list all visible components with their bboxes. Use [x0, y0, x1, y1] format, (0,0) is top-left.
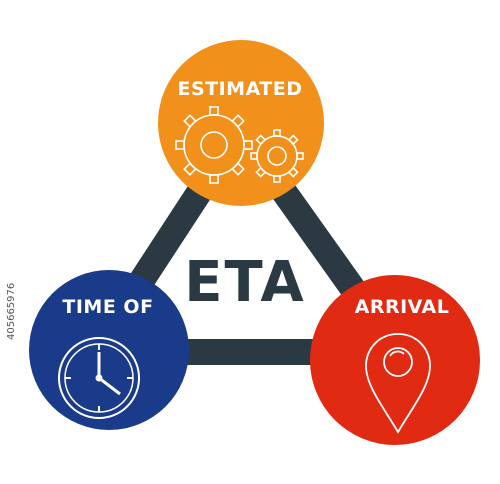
arrival-label: ARRIVAL — [354, 296, 450, 318]
time-of-label: TIME OF — [62, 296, 154, 318]
time-of-circle — [29, 270, 189, 430]
arrival-circle — [310, 275, 480, 445]
triangle-connector — [70, 106, 424, 365]
clock-icon — [58, 337, 140, 419]
stock-id-watermark: 405665976 — [6, 282, 17, 340]
eta-title: ETA — [184, 250, 306, 315]
location-pin-icon — [365, 333, 431, 434]
gears-icon — [175, 106, 304, 184]
estimated-label: ESTIMATED — [177, 78, 303, 100]
